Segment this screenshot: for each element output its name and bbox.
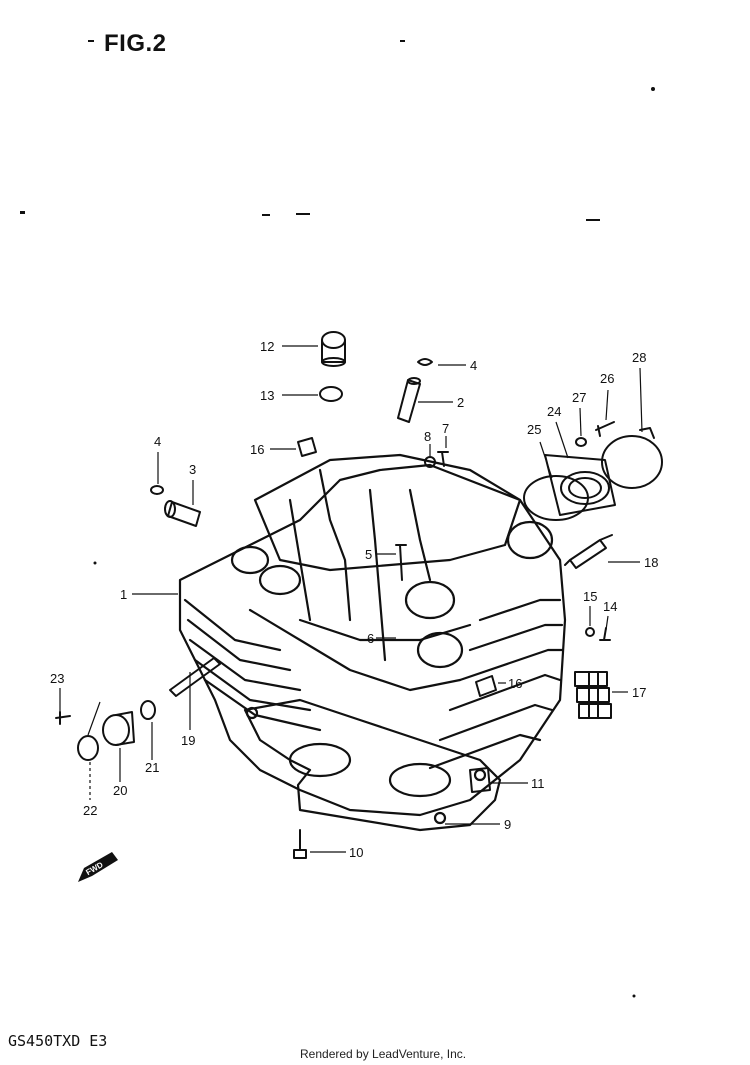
callout-1: 1 [120, 587, 127, 602]
callout-21: 21 [145, 760, 159, 775]
callout-2: 2 [457, 395, 464, 410]
leader-lines [59, 345, 643, 853]
sensor-part [169, 657, 221, 697]
stud-part [395, 544, 407, 581]
washer-part [319, 386, 343, 402]
callout-7: 7 [442, 421, 449, 436]
plug-part [297, 437, 317, 457]
callout-12: 12 [260, 339, 274, 354]
clip-part [150, 485, 164, 495]
callout-28: 28 [632, 350, 646, 365]
model-code: GS450TXD E3 [8, 1032, 108, 1050]
bolt-part [293, 829, 307, 859]
callout-27: 27 [572, 390, 586, 405]
callout-6: 6 [367, 631, 374, 646]
callout-16-bottom: 16 [508, 676, 522, 691]
washer-part [575, 437, 587, 447]
screw-part [595, 421, 615, 437]
callout-labels: 12 13 4 2 16 4 3 1 5 6 8 7 25 24 27 26 2… [50, 339, 658, 860]
callout-10: 10 [349, 845, 363, 860]
callout-23: 23 [50, 671, 64, 686]
cap-nut-part [321, 331, 346, 367]
callout-5: 5 [365, 547, 372, 562]
rubber-block-part [574, 671, 612, 719]
callout-4-left: 4 [154, 434, 161, 449]
callout-15: 15 [583, 589, 597, 604]
callout-22: 22 [83, 803, 97, 818]
ring-part [140, 700, 156, 720]
callout-26: 26 [600, 371, 614, 386]
screw-part [55, 711, 71, 725]
callout-20: 20 [113, 783, 127, 798]
intake-pipe-part [544, 454, 616, 516]
callout-3: 3 [189, 462, 196, 477]
plug-part [475, 675, 497, 697]
callout-24: 24 [547, 404, 561, 419]
washer-part [585, 627, 595, 637]
cap-part [102, 711, 135, 746]
guide-pin-part [397, 377, 421, 423]
bolt-part [599, 627, 611, 641]
scan-specks [20, 40, 655, 998]
spark-plug-part [564, 534, 613, 569]
dowel-part [469, 767, 491, 793]
figure-title: FIG.2 [104, 30, 167, 57]
cylinder-head [178, 453, 567, 832]
callout-19: 19 [181, 733, 195, 748]
callout-13: 13 [260, 388, 274, 403]
callout-8: 8 [424, 429, 431, 444]
callout-4-top: 4 [470, 358, 477, 373]
callout-11: 11 [531, 776, 545, 791]
clip-part [417, 358, 433, 366]
callout-17: 17 [632, 685, 646, 700]
forward-arrow-icon: FWD [78, 852, 118, 882]
callout-18: 18 [644, 555, 658, 570]
callout-9: 9 [504, 817, 511, 832]
bolt-part [437, 451, 449, 467]
callout-14: 14 [603, 599, 617, 614]
callout-25: 25 [527, 422, 541, 437]
nut-part [424, 456, 436, 468]
plug-part [77, 735, 99, 761]
render-credit: Rendered by LeadVenture, Inc. [300, 1047, 467, 1061]
clamp-part [601, 427, 663, 489]
tube-part [164, 500, 201, 527]
small-parts [55, 331, 663, 859]
callout-16-top: 16 [250, 442, 264, 457]
